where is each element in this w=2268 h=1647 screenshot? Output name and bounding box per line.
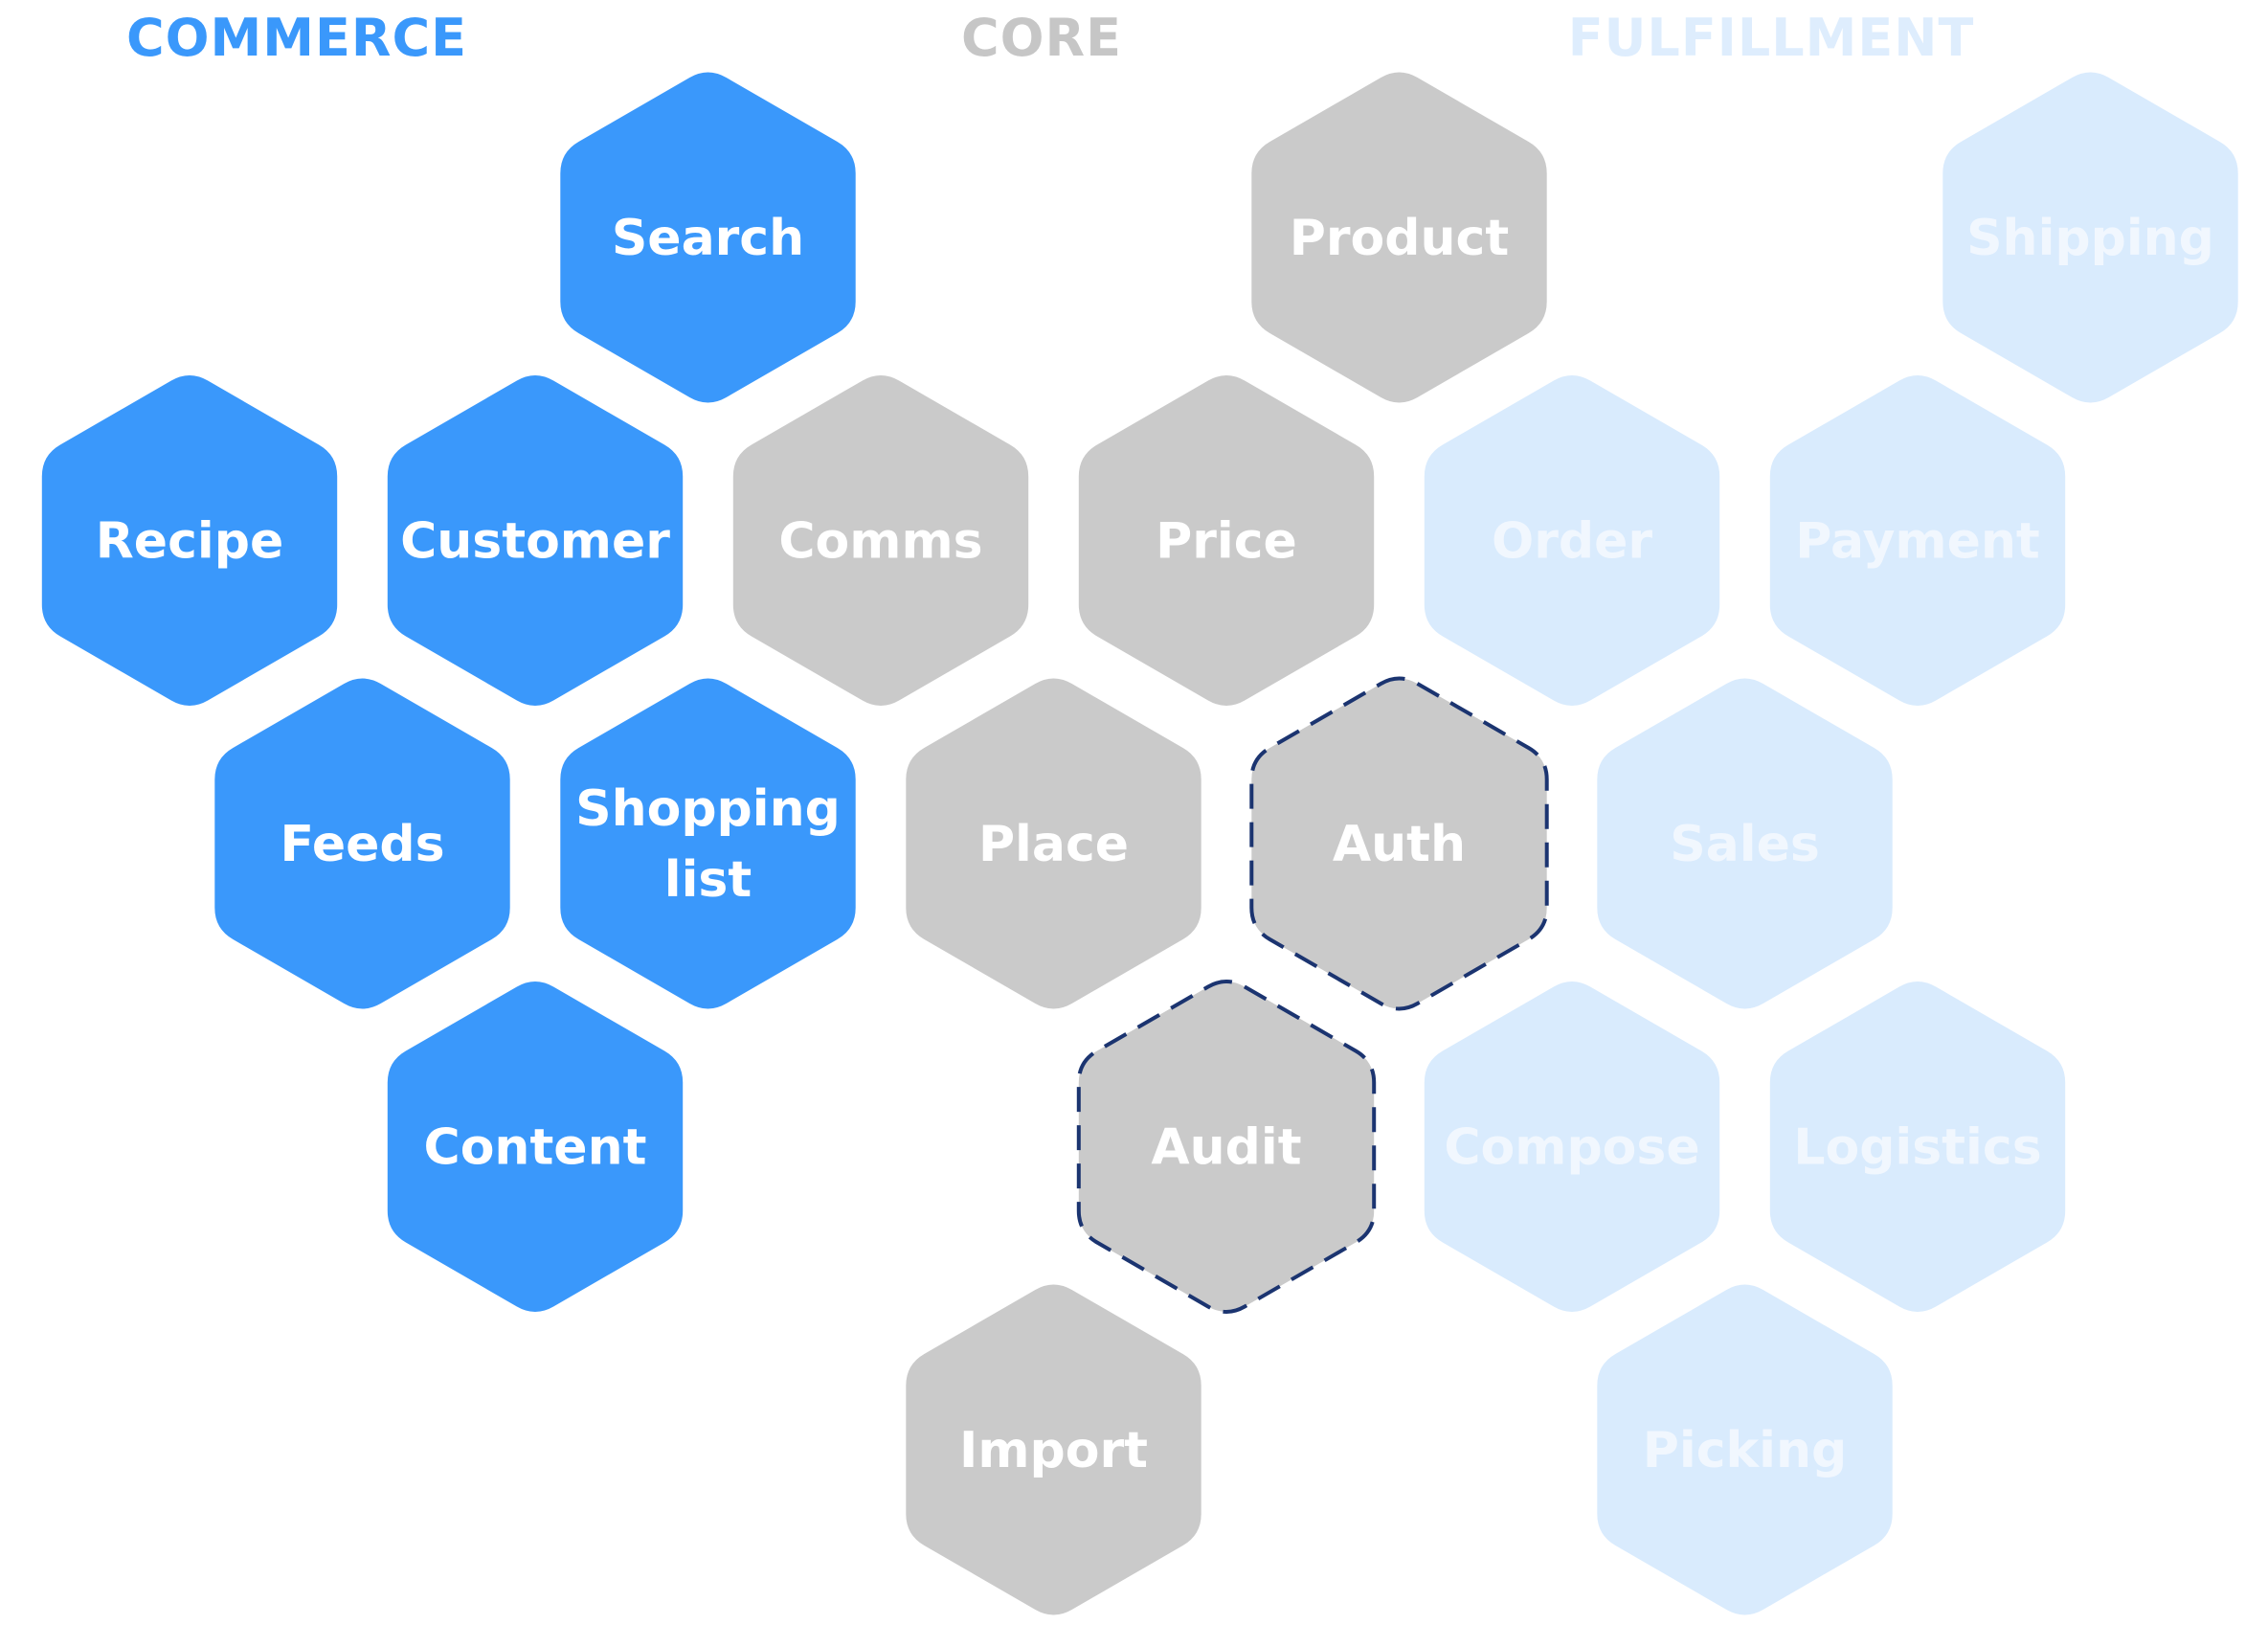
hex-shape-recipe (41, 375, 338, 706)
hex-label-product: Product (1290, 210, 1509, 267)
hex-shape-compose (1424, 981, 1720, 1312)
hex-product: Product (1251, 72, 1547, 403)
hex-shape-feeds (214, 678, 510, 1009)
hex-label-shipping: Shipping (1966, 210, 2214, 267)
hex-shape-price (1078, 375, 1375, 706)
hex-shape-audit (1076, 980, 1377, 1314)
hex-label-price: Price (1156, 513, 1297, 571)
hex-shape-place (906, 678, 1201, 1009)
hex-label-place: Place (978, 816, 1129, 873)
hex-shape-customer (387, 375, 684, 706)
hex-label-sales: Sales (1670, 816, 1820, 873)
hex-label-feeds: Feeds (280, 816, 444, 873)
hex-label-order: Order (1492, 513, 1652, 571)
hex-shape-order (1424, 375, 1720, 706)
hex-place: Place (906, 678, 1201, 1009)
hex-price: Price (1078, 375, 1375, 706)
core-group-title: CORE (961, 8, 1122, 68)
hex-content: Content (387, 981, 684, 1312)
hex-label-payment: Payment (1795, 513, 2039, 571)
hex-label-comms: Comms (778, 513, 982, 571)
hex-shape-product (1251, 72, 1547, 403)
hex-shape-search (560, 72, 856, 403)
hex-label-import: Import (959, 1422, 1148, 1479)
hex-label-auth: Auth (1333, 816, 1466, 873)
hex-label-search: Search (612, 210, 804, 267)
hex-shipping: Shipping (1942, 72, 2238, 403)
hex-label-customer: Customer (400, 513, 670, 571)
hex-order: Order (1424, 375, 1720, 706)
hex-label-shopping-list-line-2: list (664, 851, 752, 909)
hex-shape-payment (1769, 375, 2066, 706)
hex-shape-logistics (1769, 981, 2066, 1312)
hex-shape-auth (1249, 676, 1549, 1011)
hex-shape-import (906, 1284, 1201, 1615)
hex-label-recipe: Recipe (96, 513, 283, 571)
hex-picking: Picking (1597, 1284, 1893, 1615)
hex-shopping-list: Shopping list (560, 678, 856, 1009)
hex-logistics: Logistics (1769, 981, 2066, 1312)
commerce-group-title: COMMERCE (126, 8, 467, 68)
hex-shape-shipping (1942, 72, 2238, 403)
hex-label-content: Content (424, 1119, 647, 1177)
hex-label-audit: Audit (1151, 1119, 1301, 1177)
hex-sales: Sales (1597, 678, 1893, 1009)
hex-auth: Auth (1249, 676, 1549, 1011)
hex-label-picking: Picking (1643, 1422, 1847, 1479)
hex-label-compose: Compose (1444, 1119, 1699, 1177)
hex-recipe: Recipe (41, 375, 338, 706)
hex-shape-sales (1597, 678, 1893, 1009)
hex-payment: Payment (1769, 375, 2066, 706)
hex-label-logistics: Logistics (1793, 1119, 2041, 1177)
group-titles: COMMERCE CORE FULFILLMENT (126, 8, 1975, 68)
hex-audit: Audit (1076, 980, 1377, 1314)
hex-shape-picking (1597, 1284, 1893, 1615)
hex-customer: Customer (387, 375, 684, 706)
hex-comms: Comms (732, 375, 1029, 706)
hex-import: Import (906, 1284, 1201, 1615)
hex-shape-comms (732, 375, 1029, 706)
hex-shape-content (387, 981, 684, 1312)
fulfillment-group-title: FULFILLMENT (1568, 8, 1975, 68)
hex-label-shopping-list-line-1: Shopping (575, 780, 841, 838)
hex-search: Search (560, 72, 856, 403)
hex-shape-shopping-list (560, 678, 856, 1009)
hex-feeds: Feeds (214, 678, 510, 1009)
hex-compose: Compose (1424, 981, 1720, 1312)
